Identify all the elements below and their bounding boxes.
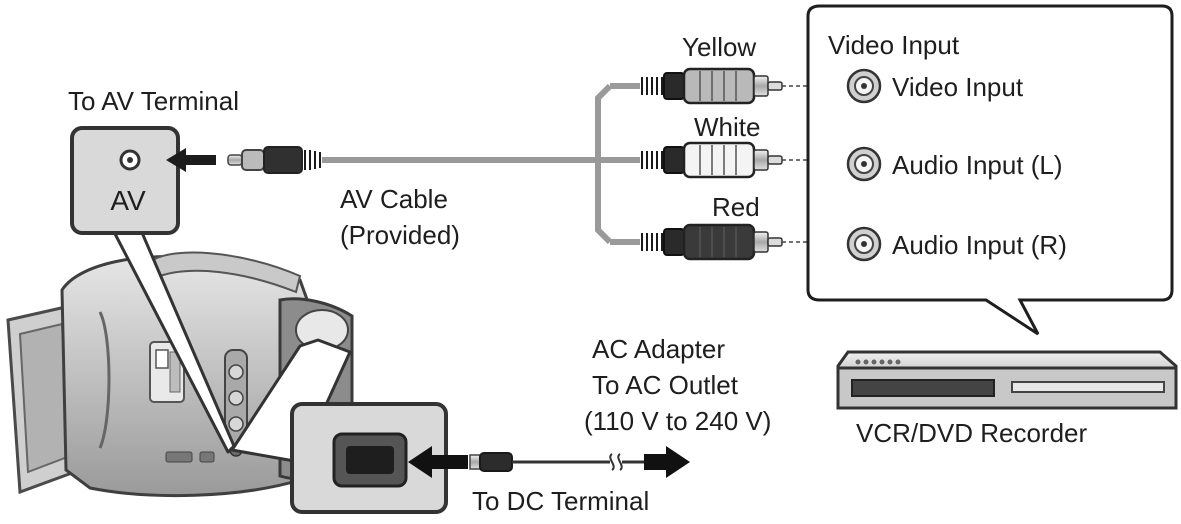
insert-arrow-icon [408,446,468,478]
rca-plug-yellow [641,67,842,105]
av-terminal-callout [70,126,236,454]
input-jack-icon [846,226,882,262]
av-cable [166,83,640,245]
av-jack-panel [70,126,180,235]
av-terminal-caption: To AV Terminal [68,86,239,116]
recorder-input-panel [806,4,1174,336]
input-label-audio-r: Audio Input (R) [892,230,1067,260]
av-jack-label: AV [110,185,146,216]
input-jack-icon [846,146,882,182]
insert-arrow-icon [166,148,216,172]
dc-plug [469,454,481,470]
dc-terminal-callout [230,338,690,514]
yellow-plug-label: Yellow [682,32,756,62]
ac-outlet-label: To AC Outlet [592,370,739,400]
input-jack-icon [846,68,882,104]
red-plug-label: Red [712,192,760,222]
av-cable-label: AV Cable [340,184,448,214]
av-cable-note: (Provided) [340,220,460,250]
white-plug-label: White [694,112,760,142]
dc-terminal-caption: To DC Terminal [472,486,649,516]
recorder-label: VCR/DVD Recorder [856,418,1088,448]
ac-adapter-label: AC Adapter [592,334,725,364]
rca-plug-white [641,141,842,179]
outlet-arrow-icon [644,446,690,478]
voltage-range-label: (110 V to 240 V) [584,406,771,436]
rca-plugs [641,67,842,261]
input-label-audio-l: Audio Input (L) [892,150,1063,180]
input-label-video: Video Input [892,72,1024,102]
vcr-dvd-recorder-illustration [836,350,1178,410]
recorder-panel-title: Video Input [828,30,960,60]
input-jacks [846,68,882,262]
av-mini-plug [227,154,243,166]
